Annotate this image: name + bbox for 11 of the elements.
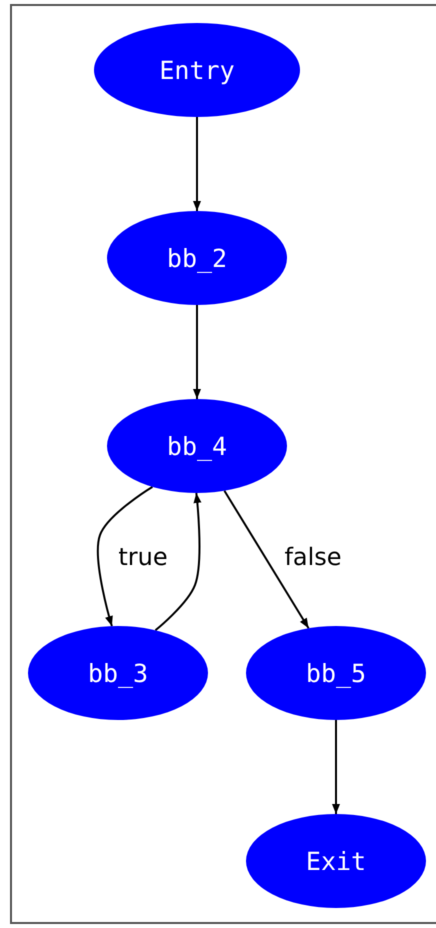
node-label: Exit xyxy=(306,846,366,876)
node-label: bb_5 xyxy=(306,658,366,688)
arrow xyxy=(96,486,153,626)
node-label: bb_2 xyxy=(166,244,228,272)
arrow xyxy=(193,117,201,211)
arrow xyxy=(332,720,340,814)
arrow xyxy=(224,490,310,629)
arrow xyxy=(193,305,201,399)
node-label: bb_4 xyxy=(166,432,228,460)
node-label: Entry xyxy=(159,56,235,84)
node-label: bb_3 xyxy=(88,658,148,688)
